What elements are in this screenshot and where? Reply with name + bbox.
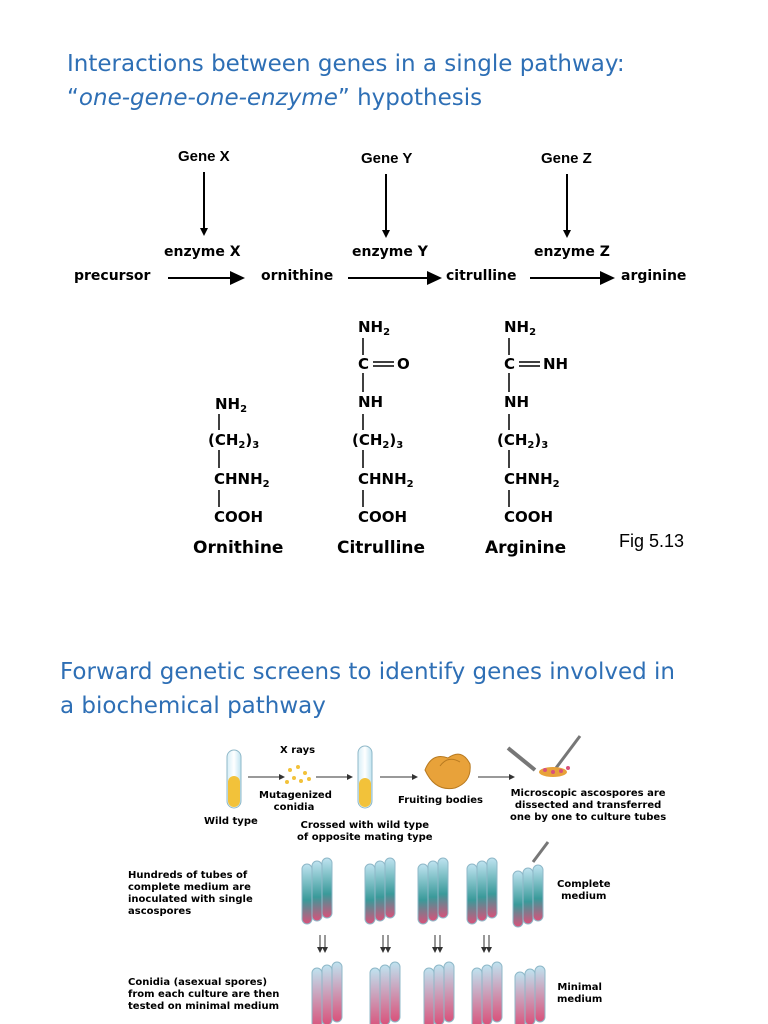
enzyme-x-label: enzyme X bbox=[164, 244, 241, 260]
citrulline-nh: NH bbox=[358, 393, 384, 411]
citrulline-o: O bbox=[397, 355, 410, 373]
citrulline-c: C bbox=[358, 355, 370, 373]
heading-pathway: Interactions between genes in a single p… bbox=[67, 47, 625, 115]
arginine-nh2: NH2 bbox=[504, 318, 537, 338]
hypothesis-word: hypothesis bbox=[349, 85, 483, 111]
ornithine-nh2: NH2 bbox=[215, 395, 248, 415]
ornithine-cooh: COOH bbox=[214, 508, 264, 526]
x-ray-particles bbox=[285, 765, 311, 784]
pipette bbox=[531, 841, 550, 863]
name-ornithine: Ornithine bbox=[193, 538, 284, 558]
compound-ornithine: ornithine bbox=[261, 268, 334, 284]
mutagenized-tube bbox=[357, 745, 373, 809]
arginine-nh: NH bbox=[504, 393, 530, 411]
x-rays-label: X rays bbox=[280, 745, 316, 756]
quote-open: “ bbox=[67, 85, 79, 111]
ornithine-ch2: (CH2)3 bbox=[208, 431, 260, 451]
compound-arginine: arginine bbox=[621, 268, 687, 284]
enzyme-z-label: enzyme Z bbox=[534, 244, 610, 260]
fruiting-bodies bbox=[424, 753, 471, 790]
minimal-medium-racks bbox=[311, 961, 546, 1024]
citrulline-ch2: (CH2)3 bbox=[352, 431, 404, 451]
transfer-arrows bbox=[317, 935, 492, 953]
conidia-label: Conidia (asexual spores)from each cultur… bbox=[128, 977, 280, 1012]
citrulline-nh2: NH2 bbox=[358, 318, 391, 338]
heading-forward-line1: Forward genetic screens to identify gene… bbox=[60, 659, 675, 685]
dissection-tools bbox=[506, 735, 582, 777]
gene-z-label: Gene Z bbox=[541, 150, 592, 167]
gene-arrows bbox=[200, 172, 571, 238]
arginine-nh-double: NH bbox=[543, 355, 569, 373]
arginine-c: C bbox=[504, 355, 516, 373]
arginine-ch2: (CH2)3 bbox=[497, 431, 549, 451]
heading-pathway-line2: “one-gene-one-enzyme” hypothesis bbox=[67, 81, 625, 115]
name-arginine: Arginine bbox=[485, 538, 567, 558]
heading-pathway-line1: Interactions between genes in a single p… bbox=[67, 51, 625, 77]
enzyme-y-label: enzyme Y bbox=[352, 244, 428, 260]
wild-type-label: Wild type bbox=[204, 816, 258, 827]
fruiting-bodies-label: Fruiting bodies bbox=[398, 795, 483, 806]
wild-type-tube bbox=[226, 749, 242, 809]
gene-x-label: Gene X bbox=[178, 148, 230, 165]
quote-close: ” bbox=[337, 85, 350, 111]
reaction-arrows bbox=[168, 271, 615, 285]
citrulline-cooh: COOH bbox=[358, 508, 408, 526]
compound-precursor: precursor bbox=[74, 268, 151, 284]
hypothesis-name: one-gene-one-enzyme bbox=[78, 85, 338, 111]
heading-forward-screens: Forward genetic screens to identify gene… bbox=[60, 655, 675, 723]
ornithine-chnh2: CHNH2 bbox=[214, 470, 270, 490]
complete-medium-racks bbox=[301, 857, 544, 928]
heading-forward-line2: a biochemical pathway bbox=[60, 693, 326, 719]
figure-label: Fig 5.13 bbox=[619, 531, 685, 551]
name-citrulline: Citrulline bbox=[337, 538, 426, 558]
compound-citrulline: citrulline bbox=[446, 268, 517, 284]
gene-y-label: Gene Y bbox=[361, 150, 413, 167]
arginine-chnh2: CHNH2 bbox=[504, 470, 560, 490]
citrulline-chnh2: CHNH2 bbox=[358, 470, 414, 490]
arginine-cooh: COOH bbox=[504, 508, 554, 526]
